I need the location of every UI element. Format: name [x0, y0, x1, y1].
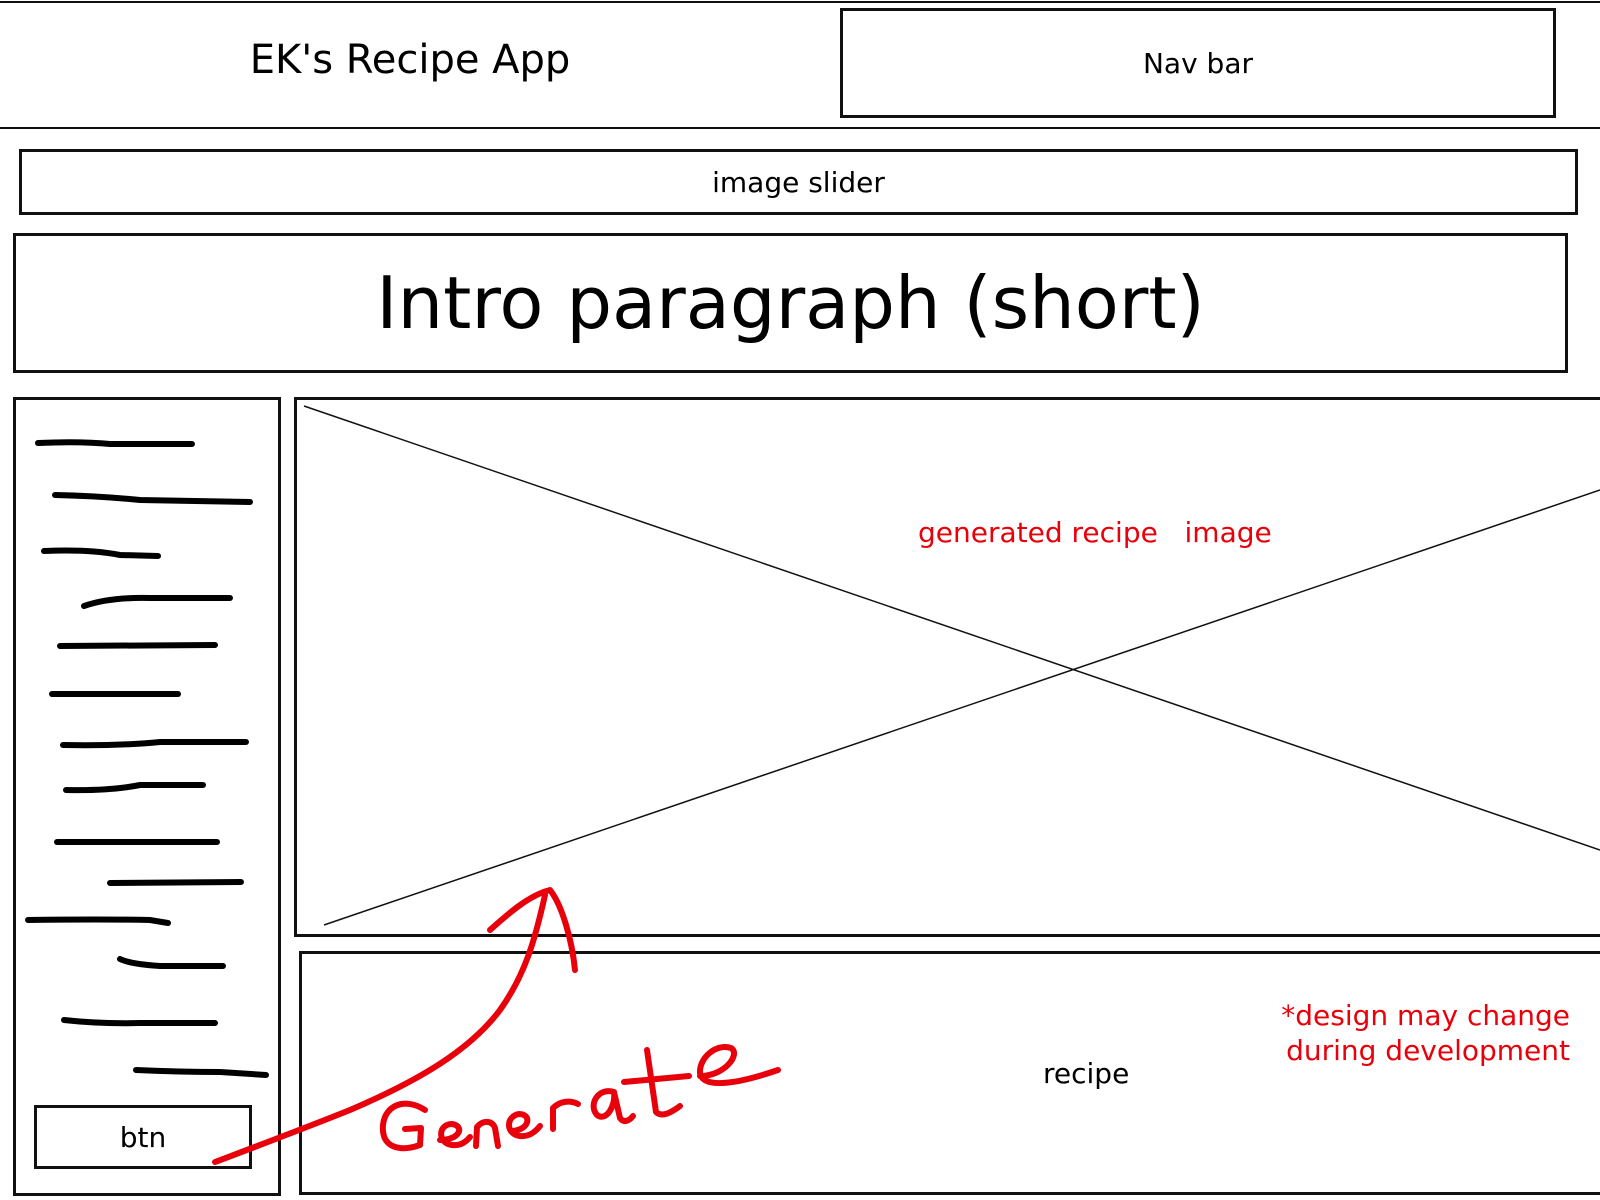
recipe-label: recipe [1043, 1057, 1130, 1090]
list-item-scribble [52, 492, 253, 505]
image-placeholder-cross-line [303, 405, 1600, 851]
generate-button[interactable]: btn [34, 1105, 252, 1169]
design-note: *design may change during development [1230, 998, 1570, 1068]
list-item-scribble [133, 1067, 269, 1078]
intro-paragraph-text: Intro paragraph (short) [376, 261, 1205, 345]
image-slider-label: image slider [712, 165, 885, 199]
list-item-scribble [63, 782, 206, 794]
header-divider [0, 127, 1600, 129]
list-item-scribble [81, 594, 233, 609]
handwritten-generate [379, 1044, 781, 1152]
generated-recipe-image [294, 397, 1600, 937]
nav-bar[interactable]: Nav bar [840, 8, 1556, 118]
list-item-scribble [107, 879, 244, 886]
generated-recipe-image-label: generated recipe image [918, 516, 1272, 549]
design-note-line1: *design may change [1281, 999, 1570, 1032]
image-slider[interactable]: image slider [19, 149, 1578, 215]
recipe-panel [299, 951, 1600, 1195]
nav-bar-label: Nav bar [1142, 46, 1254, 80]
list-item-scribble [117, 956, 226, 969]
list-item-scribble [57, 642, 218, 649]
page-top-border [0, 1, 1600, 3]
design-note-line2: during development [1286, 1034, 1570, 1067]
generate-arrow [212, 892, 548, 1165]
app-title: EK's Recipe App [249, 37, 571, 83]
generate-arrow-head [487, 887, 578, 973]
list-item-scribble [60, 739, 249, 749]
list-item-scribble [41, 547, 161, 559]
list-item-scribble [35, 439, 195, 447]
intro-paragraph: Intro paragraph (short) [13, 233, 1568, 373]
image-placeholder-cross-line [323, 489, 1600, 926]
sidebar [13, 397, 281, 1196]
generate-button-label: btn [119, 1120, 167, 1154]
list-item-scribble [25, 916, 171, 926]
list-item-scribble [61, 1017, 218, 1027]
